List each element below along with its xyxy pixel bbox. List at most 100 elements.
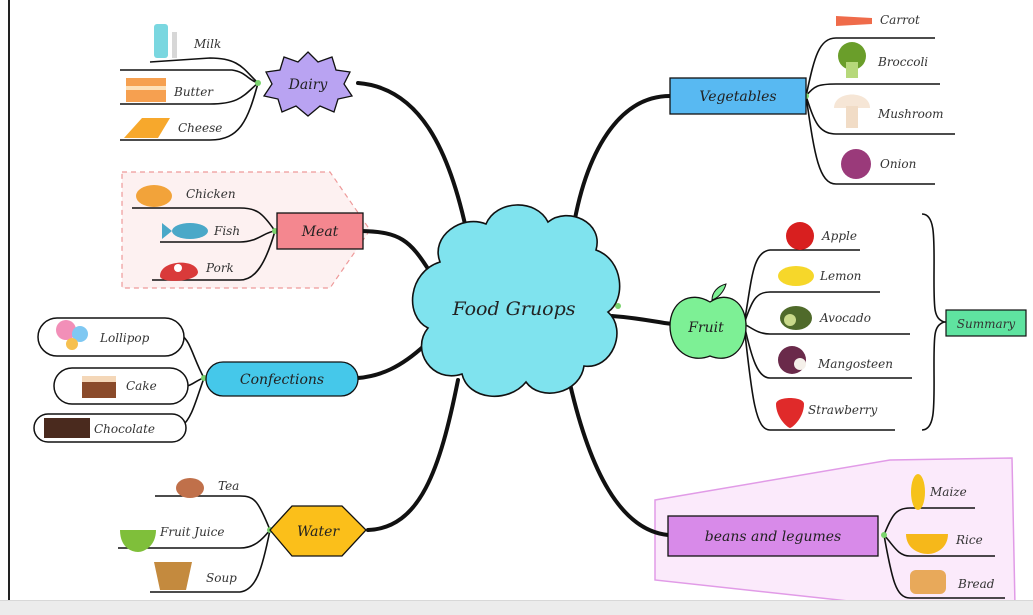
- center-title: Food Gruops: [451, 298, 575, 320]
- fruit-item-line-3: [743, 323, 910, 335]
- meat-box: [276, 212, 364, 250]
- meat-item-fish[interactable]: Fish: [162, 223, 240, 239]
- center-node[interactable]: Food Gruops: [411, 204, 621, 397]
- meat-label: Meat: [301, 224, 339, 240]
- dairy-item-line-1: [149, 57, 259, 84]
- mangosteen-label: Mangosteen: [817, 357, 893, 371]
- fruit-juice-label: Fruit Juice: [159, 525, 224, 539]
- window-edge: [8, 0, 10, 614]
- fruit-item-mangosteen[interactable]: Mangosteen: [778, 346, 893, 374]
- dairy-joint-dot: [255, 80, 261, 86]
- veg-item-onion[interactable]: Onion: [841, 149, 916, 179]
- fruit-item-strawberry[interactable]: Strawberry: [776, 398, 877, 428]
- dairy-shape: [262, 51, 354, 117]
- veg-item-line-1: [805, 37, 935, 97]
- confections-item-line-1: [181, 335, 205, 379]
- water-item-line-3: [150, 529, 271, 593]
- chicken-icon: [136, 185, 172, 207]
- lemon-label: Lemon: [819, 269, 861, 283]
- soup-label: Soup: [206, 571, 237, 585]
- mushroom-icon-stem: [846, 106, 858, 128]
- trunk-dairy: [356, 81, 470, 240]
- veg-item-broccoli[interactable]: Broccoli: [838, 42, 928, 78]
- rice-label: Rice: [955, 533, 983, 547]
- milk-icon-cap: [172, 32, 177, 58]
- meat-item-chicken[interactable]: Chicken: [136, 185, 236, 207]
- cake-label: Cake: [126, 379, 157, 393]
- fruit-item-line-2: [743, 291, 880, 325]
- apple-icon: [786, 222, 814, 250]
- vegetables-node[interactable]: Vegetables: [669, 77, 807, 115]
- dairy-label: Dairy: [288, 77, 329, 93]
- fish-label: Fish: [213, 224, 240, 238]
- maize-label: Maize: [929, 485, 967, 499]
- mushroom-icon: [834, 94, 870, 108]
- dairy-item-line-3b: [120, 69, 259, 84]
- summary-box: [945, 309, 1027, 337]
- fruit-juice-icon: [120, 530, 156, 552]
- center-joint-dot: [615, 303, 621, 309]
- meat-item-pork[interactable]: Pork: [160, 261, 234, 281]
- trunk-meat: [360, 229, 432, 274]
- vegetables-label: Vegetables: [699, 89, 776, 105]
- avocado-icon-pit: [784, 314, 796, 326]
- fruit-item-apple[interactable]: Apple: [786, 222, 857, 250]
- avocado-label: Avocado: [819, 311, 871, 325]
- broccoli-icon: [838, 42, 866, 70]
- trunk-vegetables: [570, 94, 672, 238]
- confections-item-cake[interactable]: Cake: [53, 367, 189, 405]
- veg-item-line-2: [805, 83, 940, 97]
- beans-item-rice[interactable]: Rice: [906, 533, 983, 554]
- milk-icon: [154, 24, 168, 58]
- vegetables-box: [669, 77, 807, 115]
- summary-node[interactable]: Summary: [945, 309, 1027, 337]
- confections-item-chocolate[interactable]: Chocolate: [33, 413, 187, 443]
- fruit-node[interactable]: Fruit: [669, 283, 747, 359]
- fruit-item-lemon[interactable]: Lemon: [778, 266, 861, 286]
- veg-item-carrot[interactable]: Carrot: [836, 13, 920, 27]
- meat-group-area: [121, 171, 371, 289]
- fruit-item-line-1: [743, 249, 860, 325]
- dairy-item-butter[interactable]: Butter: [126, 78, 214, 102]
- dairy-item-line-2: [120, 82, 259, 105]
- veg-item-mushroom[interactable]: Mushroom: [834, 94, 943, 129]
- veg-item-line-4: [805, 95, 935, 185]
- lemon-icon: [778, 266, 814, 286]
- confections-node[interactable]: Confections: [205, 361, 359, 397]
- veg-item-line-3: [805, 95, 955, 135]
- lollipop-icon-c: [66, 338, 78, 350]
- pork-icon-fat: [174, 264, 182, 272]
- confections-item-lollipop[interactable]: Lollipop: [37, 317, 185, 357]
- strawberry-label: Strawberry: [808, 403, 877, 417]
- mangosteen-icon-inner: [794, 358, 806, 370]
- center-cloud-shape: [411, 204, 621, 397]
- beans-item-bread[interactable]: Bread: [910, 570, 995, 594]
- chicken-label: Chicken: [186, 187, 236, 201]
- dairy-item-cheese[interactable]: Cheese: [124, 118, 222, 138]
- water-item-line-2: [118, 529, 271, 549]
- water-item-soup[interactable]: Soup: [154, 562, 237, 590]
- water-item-tea[interactable]: Tea: [176, 478, 239, 498]
- beans-item-line-3: [883, 534, 1005, 599]
- trunk-confections: [356, 343, 427, 380]
- cake-icon: [82, 380, 116, 398]
- beans-node[interactable]: beans and legumes: [667, 515, 879, 557]
- water-label: Water: [297, 524, 340, 540]
- beans-item-line-1: [883, 507, 975, 536]
- dairy-node[interactable]: Dairy: [262, 51, 354, 117]
- fruit-leaf-icon: [711, 283, 727, 301]
- trunk-water: [366, 378, 460, 532]
- beans-item-maize[interactable]: Maize: [911, 474, 967, 510]
- summary-label: Summary: [957, 317, 1016, 331]
- lollipop-icon-b: [72, 326, 88, 342]
- dairy-item-milk[interactable]: Milk: [154, 24, 221, 58]
- water-node[interactable]: Water: [269, 505, 367, 557]
- water-item-fruit-juice[interactable]: Fruit Juice: [120, 525, 224, 552]
- bread-label: Bread: [957, 577, 995, 591]
- water-item-line-1: [155, 495, 271, 531]
- rice-icon: [906, 534, 948, 554]
- fruit-item-avocado[interactable]: Avocado: [780, 306, 871, 330]
- meat-node[interactable]: Meat: [276, 212, 364, 250]
- meat-item-line-2: [160, 230, 276, 243]
